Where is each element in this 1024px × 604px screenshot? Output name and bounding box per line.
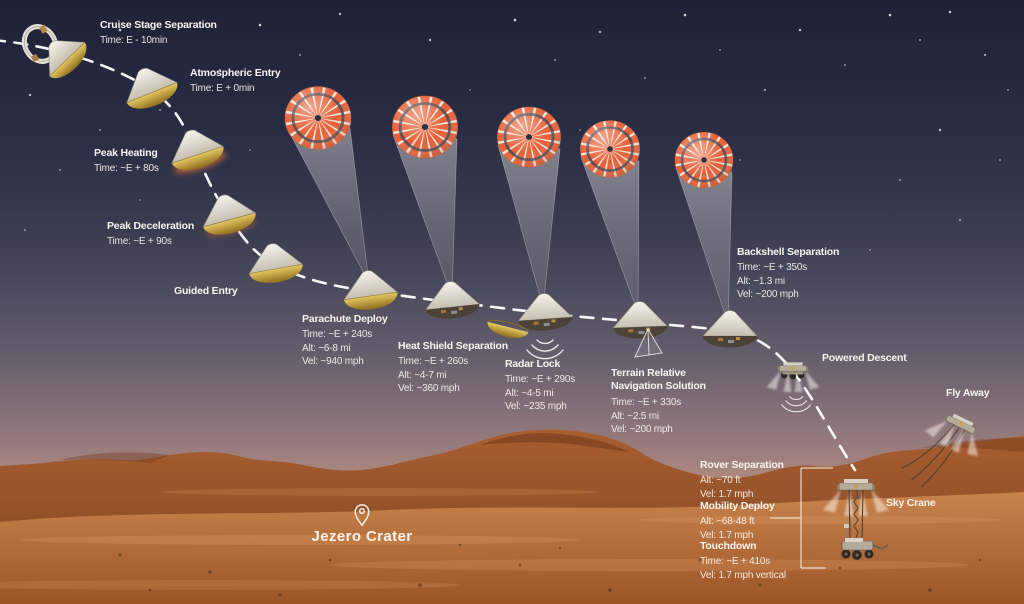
stage-detail: Time: E + 0min [190,83,255,94]
trajectory-dashed-path [0,39,857,472]
stage-label-mobility-deploy: Mobility Deploy Alt: ~68-48 ft Vel: 1.7 … [700,500,775,542]
stage-title: Fly Away [946,387,990,399]
stage-label-parachute-deploy: Parachute Deploy Time: ~E + 240s Alt: ~6… [302,313,388,369]
sky-crane-icon [823,478,889,561]
bracket [770,467,833,569]
capsule-icon [516,291,574,333]
stage-label-radar-lock: Radar Lock Time: ~E + 290s Alt: ~4-5 mi … [505,358,575,414]
stage-label-backshell-separation: Backshell Separation Time: ~E + 350s Alt… [737,246,839,302]
trn-marker-icon [634,327,663,358]
capsule-icon [339,266,400,314]
stage-detail: Alt: ~68-48 ft [700,516,755,527]
stage-title: Radar Lock [505,358,561,370]
capsule-icon [116,58,183,116]
stage-detail: Alt: ~1.3 mi [737,275,785,287]
stage-label-terrain-relative-navigation-solution: Terrain Relative Navigation Solution Tim… [611,367,707,437]
stage-title: Atmospheric Entry [190,67,281,79]
parachute-icon [580,121,639,178]
capsule-icon [33,25,94,86]
stage-title: Touchdown [700,540,757,552]
stage-title: Parachute Deploy [302,313,388,325]
stage-title: Heat Shield Separation [398,340,508,352]
stage-detail: Vel: 1.7 mph [700,488,754,500]
parachute-icon [392,96,457,158]
stage-detail: Time: ~E + 410s [700,556,770,567]
stage-label-peak-heating: Peak Heating Time: ~E + 80s [94,147,159,176]
stage-detail: Vel: ~200 mph [737,289,799,300]
stage-detail: Alt: ~2.5 mi [611,410,659,422]
stage-detail: Vel: 1.7 mph [700,529,754,541]
stage-label-powered-descent: Powered Descent [822,352,907,367]
stage-label-fly-away: Fly Away [946,387,990,402]
stage-detail: Alt: ~4-7 mi [398,369,447,381]
map-pin-icon [354,504,370,527]
stage-title: Guided Entry [174,285,238,297]
stage-detail: Time: E - 10min [100,35,168,46]
parachute-icon [675,132,733,187]
stage-title: Peak Heating [94,147,158,159]
stage-title: Powered Descent [822,352,907,364]
stage-title: Terrain Relative Navigation Solution [611,367,706,392]
stars [23,10,1009,251]
stage-detail: Time: ~E + 330s [611,397,681,408]
stage-label-sky-crane: Sky Crane [886,497,936,512]
stage-label-guided-entry: Guided Entry [174,285,238,300]
stage-detail: Time: ~E + 350s [737,262,807,273]
stage-detail: Time: ~E + 260s [398,356,468,367]
parachute-icon [497,107,560,167]
capsule-icon [702,310,758,348]
stage-detail: Time: ~E + 240s [302,329,372,340]
stage-detail: Time: ~E + 90s [107,236,172,247]
stage-detail: Vel: ~940 mph [302,356,364,367]
stage-title: Sky Crane [886,497,936,509]
stage-detail: Vel: ~200 mph [611,424,673,435]
stage-title: Mobility Deploy [700,500,775,512]
stage-detail: Vel: 1.7 mph vertical [700,569,786,581]
radar-waves-icon [526,339,564,360]
cruise-stage-icon [21,24,59,64]
stage-label-atmospheric-entry: Atmospheric Entry Time: E + 0min [190,67,281,96]
stage-title: Rover Separation [700,459,784,471]
stage-label-cruise-stage-separation: Cruise Stage Separation Time: E - 10min [100,19,217,48]
stage-label-touchdown: Touchdown Time: ~E + 410s Vel: 1.7 mph v… [700,540,786,582]
stage-title: Backshell Separation [737,246,840,258]
stage-detail: Vel: ~360 mph [398,383,460,394]
parachute-shroud-lines [285,125,733,324]
stage-detail: Vel: ~235 mph [505,401,567,412]
stage-label-rover-separation: Rover Separation Alt: ~70 ft Vel: 1.7 mp… [700,459,784,501]
parachute-icon [285,87,351,150]
stage-detail: Alt: ~70 ft [700,475,741,486]
stage-detail: Time: ~E + 290s [505,374,575,385]
stage-detail: Alt: ~6-8 mi [302,342,351,354]
stage-detail: Alt: ~4-5 mi [505,387,554,399]
powered-descent-vehicle-icon [767,361,820,413]
capsule-icon [611,300,669,340]
capsule-icon [163,121,228,177]
stage-title: Cruise Stage Separation [100,19,217,31]
fly-away-vehicle-icon [901,410,990,488]
stage-detail: Time: ~E + 80s [94,163,159,174]
landing-site-label: Jezero Crater [311,528,413,545]
stage-label-peak-deceleration: Peak Deceleration Time: ~E + 90s [107,220,194,249]
heat-shield-icon [487,319,529,338]
terrain [0,429,1024,604]
stage-title: Peak Deceleration [107,220,195,232]
capsule-icon [196,187,260,241]
capsule-icon [244,238,306,288]
stage-label-heat-shield-separation: Heat Shield Separation Time: ~E + 260s A… [398,340,508,396]
radar-waves-icon [781,396,812,413]
